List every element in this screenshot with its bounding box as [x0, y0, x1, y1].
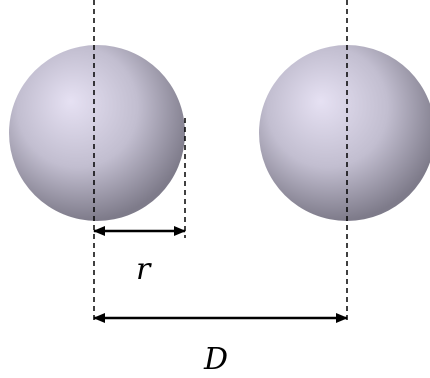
- left-sphere: [9, 45, 185, 221]
- right-sphere: [259, 45, 430, 221]
- distance-label: D: [204, 342, 229, 377]
- radius-label: r: [136, 252, 151, 287]
